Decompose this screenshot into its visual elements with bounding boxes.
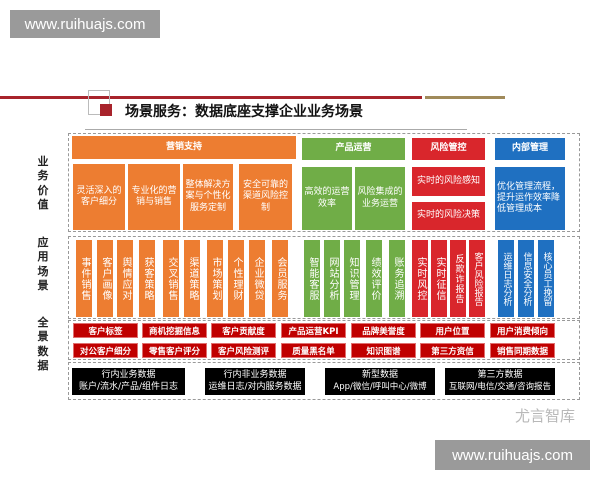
product-header: 产品运营 <box>302 138 405 160</box>
scene-bar: 知识管理 <box>344 240 360 317</box>
source-title: 第三方数据 <box>477 370 523 381</box>
title-bar-red-line <box>0 96 422 99</box>
scene-bar: 交叉销售 <box>163 240 179 317</box>
scene-bar: 个性理财 <box>228 240 244 317</box>
data-tag: 销售同期数据 <box>490 343 555 358</box>
title-deco-square <box>100 104 112 116</box>
scene-bar: 实时风控 <box>412 240 428 317</box>
source-title: 行内业务数据 <box>101 369 156 380</box>
scene-bar: 绩效评价 <box>366 240 382 317</box>
source-detail: App/微信/呼叫中心/微博 <box>333 381 427 392</box>
data-tag: 对公客户细分 <box>73 343 138 358</box>
scene-bar: 信息安全分析 <box>518 240 534 317</box>
marketing-item: 整体解决方案与个性化服务定制 <box>183 164 233 230</box>
product-item: 风险集成的业务运营 <box>355 167 405 230</box>
scene-bar: 舆情应对 <box>117 240 133 317</box>
scene-bar: 实时征信 <box>431 240 447 317</box>
scene-bar: 客户画像 <box>97 240 113 317</box>
risk-item: 实时的风险感知 <box>412 167 485 196</box>
side-label-data: 全景数据 <box>37 316 49 372</box>
source-box: 行内非业务数据运维日志/对内服务数据 <box>205 368 305 395</box>
marketing-item: 安全可靠的渠道风险控制 <box>239 164 292 230</box>
scene-bar: 客户风险报告 <box>469 240 485 317</box>
source-detail: 运维日志/对内服务数据 <box>208 381 302 392</box>
watermark-top: www.ruihuajs.com <box>10 10 160 38</box>
source-title: 行内非业务数据 <box>223 369 287 380</box>
scene-bar: 智能客服 <box>304 240 320 317</box>
data-tag: 用户消费倾向 <box>490 323 555 338</box>
data-tag: 产品运营KPI <box>281 323 346 338</box>
scene-bar: 账务追溯 <box>389 240 405 317</box>
value-row-frame <box>68 133 580 232</box>
source-row-frame <box>68 362 580 400</box>
data-tag: 零售客户评分 <box>142 343 207 358</box>
watermark-bottom: www.ruihuajs.com <box>435 440 590 470</box>
watermark-logo: 尤言智库 <box>515 407 576 425</box>
data-tag: 客户标签 <box>73 323 138 338</box>
side-label-scenes: 应用场景 <box>37 236 49 292</box>
product-item: 高效的运营效率 <box>302 167 352 230</box>
source-detail: 互联网/电信/交通/咨询报告 <box>448 381 552 392</box>
tag-row-frame <box>68 320 580 360</box>
scene-bar: 市场策划 <box>207 240 223 317</box>
source-box: 行内业务数据账户/流水/产品/组件日志 <box>72 368 185 395</box>
risk-header: 风险管控 <box>412 138 485 160</box>
risk-item: 实时的风险决策 <box>412 202 485 230</box>
scene-bar: 事件销售 <box>76 240 92 317</box>
data-tag: 第三方资信 <box>420 343 485 358</box>
title-bar-gold-line <box>425 96 505 99</box>
data-tag: 知识图谱 <box>351 343 416 358</box>
scene-bar: 渠道策略 <box>184 240 200 317</box>
marketing-item: 灵活深入的客户细分 <box>73 164 125 230</box>
page-title: 场景服务：数据底座支撑企业业务场景 <box>125 104 363 120</box>
source-detail: 账户/流水/产品/组件日志 <box>78 381 179 392</box>
title-underline <box>85 129 467 130</box>
data-tag: 用户位置 <box>420 323 485 338</box>
source-box: 第三方数据互联网/电信/交通/咨询报告 <box>445 368 555 395</box>
scene-bar: 获客策略 <box>139 240 155 317</box>
scene-bar: 反欺诈报告 <box>450 240 466 317</box>
side-label-value: 业务价值 <box>37 155 49 211</box>
scene-bar: 企业微贷 <box>249 240 265 317</box>
data-tag: 质量黑名单 <box>281 343 346 358</box>
source-title: 新型数据 <box>361 370 398 381</box>
marketing-item: 专业化的营销与销售 <box>128 164 180 230</box>
scene-bar: 运维日志分析 <box>498 240 514 317</box>
data-tag: 商机挖掘信息 <box>142 323 207 338</box>
data-tag: 客户风险测评 <box>211 343 276 358</box>
data-tag: 客户贡献度 <box>211 323 276 338</box>
data-tag: 品牌美誉度 <box>351 323 416 338</box>
scene-bar: 核心员工挽留 <box>538 240 554 317</box>
scene-row-frame <box>68 236 580 319</box>
internal-item: 优化管理流程，提升运作效率降低管理成本 <box>495 167 565 230</box>
title-deco-frame <box>88 90 110 115</box>
marketing-header: 营销支持 <box>72 136 296 159</box>
scene-bar: 网站分析 <box>324 240 340 317</box>
internal-header: 内部管理 <box>495 138 565 160</box>
scene-bar: 会员服务 <box>272 240 288 317</box>
